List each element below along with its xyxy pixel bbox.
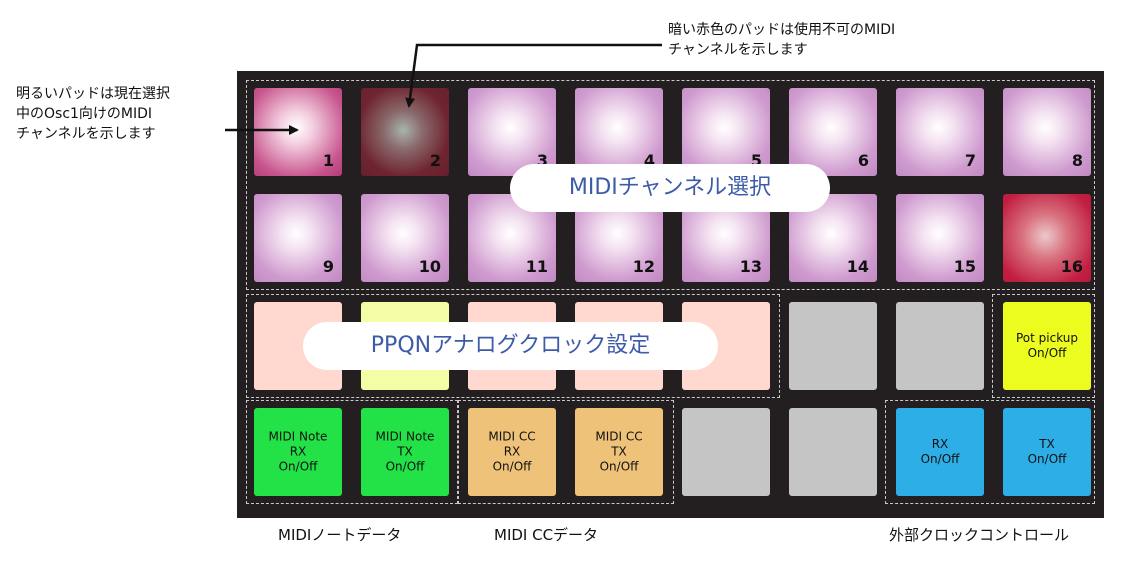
channel-pad-6[interactable]: 6 xyxy=(789,88,877,176)
dark-red-pad-callout: 暗い赤色のパッドは使用不可のMIDI チャンネルを示します xyxy=(668,20,895,60)
pad-number: 13 xyxy=(739,257,762,276)
midi-channel-section-label: MIDIチャンネル選択 xyxy=(510,164,830,212)
pad-number: 1 xyxy=(322,151,334,170)
bright-pad-callout: 明るいパッドは現在選択 中のOsc1向けのMIDI チャンネルを示します xyxy=(16,84,170,144)
callout-line: チャンネルを示します xyxy=(16,126,156,142)
clock-control-section-outline xyxy=(885,400,1095,504)
arrow-to-pad-2 xyxy=(405,43,662,108)
callout-line: 明るいパッドは現在選択 xyxy=(16,86,170,102)
section-label-text: MIDIチャンネル選択 xyxy=(568,175,772,200)
cc-data-section-outline xyxy=(458,400,674,504)
clock-control-label: 外部クロックコントロール xyxy=(889,526,1070,544)
pad-number: 11 xyxy=(525,257,548,276)
ppqn-section-label: PPQNアナログクロック設定 xyxy=(303,322,718,370)
unused-pad xyxy=(789,408,877,496)
callout-line: チャンネルを示します xyxy=(668,42,808,58)
unused-pad xyxy=(896,302,984,390)
note-data-section-outline xyxy=(246,400,458,504)
pad-number: 16 xyxy=(1060,257,1083,276)
ppqn-section-outline xyxy=(246,294,780,398)
channel-pad-4[interactable]: 4 xyxy=(575,88,663,176)
pad-number: 15 xyxy=(953,257,976,276)
midi-channel-section-outline xyxy=(246,80,1095,290)
unused-pad xyxy=(682,408,770,496)
pad-number: 4 xyxy=(643,151,655,170)
pad-number: 9 xyxy=(322,257,334,276)
callout-line: 暗い赤色のパッドは使用不可のMIDI xyxy=(668,22,896,38)
channel-pad-3[interactable]: 3 xyxy=(468,88,556,176)
pad-number: 5 xyxy=(750,151,762,170)
channel-pad-8[interactable]: 8 xyxy=(1003,88,1091,176)
pot-pickup-section-outline xyxy=(992,294,1095,398)
pad-number: 12 xyxy=(632,257,655,276)
pad-number: 2 xyxy=(429,151,441,170)
channel-pad-5[interactable]: 5 xyxy=(682,88,770,176)
channel-pad-9[interactable]: 9 xyxy=(254,194,342,282)
channel-pad-2[interactable]: 2 xyxy=(361,88,449,176)
pad-number: 14 xyxy=(846,257,869,276)
pad-number: 10 xyxy=(418,257,441,276)
unused-pad xyxy=(789,302,877,390)
pad-number: 7 xyxy=(964,151,976,170)
callout-line: 中のOsc1向けのMIDI xyxy=(16,106,153,122)
pad-number: 8 xyxy=(1071,151,1083,170)
section-label-text: PPQNアナログクロック設定 xyxy=(370,333,651,358)
channel-pad-10[interactable]: 10 xyxy=(361,194,449,282)
channel-pad-16[interactable]: 16 xyxy=(1003,194,1091,282)
pad-number: 3 xyxy=(536,151,548,170)
note-data-label: MIDIノートデータ xyxy=(278,526,402,544)
cc-data-label: MIDI CCデータ xyxy=(494,526,599,544)
channel-pad-15[interactable]: 15 xyxy=(896,194,984,282)
channel-pad-7[interactable]: 7 xyxy=(896,88,984,176)
pad-number: 6 xyxy=(857,151,869,170)
pad-grid: 1 2 3 4 5 6 7 8 9 10 11 12 13 14 15 16 P… xyxy=(237,71,1104,518)
